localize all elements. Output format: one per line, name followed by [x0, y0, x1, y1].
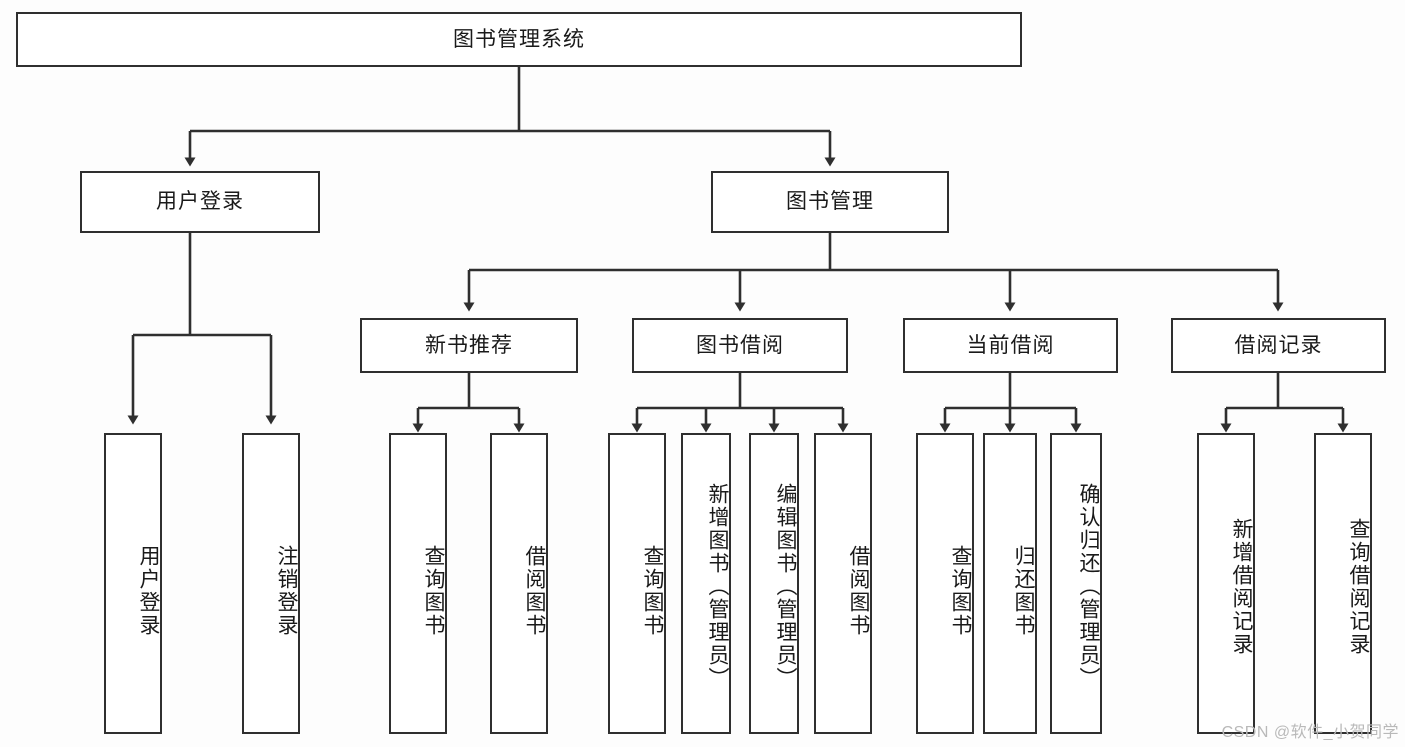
leaf-user-login[interactable]: 用户登录 — [104, 433, 162, 734]
node-root-system[interactable]: 图书管理系统 — [16, 12, 1022, 67]
node-label: 归还图书 — [1012, 544, 1035, 637]
node-label: 查询图书 — [949, 544, 972, 637]
node-label: 查询图书 — [422, 544, 445, 637]
leaf-borrow-edit-book-admin[interactable]: 编辑图书（管理员） — [749, 433, 799, 734]
node-current-borrow[interactable]: 当前借阅 — [903, 318, 1118, 373]
leaf-recommend-borrow-book[interactable]: 借阅图书 — [490, 433, 548, 734]
leaf-borrow-query-book[interactable]: 查询图书 — [608, 433, 666, 734]
node-label: 借阅图书 — [847, 544, 870, 637]
node-label: 新增图书（管理员） — [706, 483, 729, 690]
node-label: 借阅记录 — [1234, 333, 1323, 357]
node-label: 查询图书 — [641, 544, 664, 637]
node-label: 用户登录 — [137, 544, 160, 637]
leaf-record-query-record[interactable]: 查询借阅记录 — [1314, 433, 1372, 734]
leaf-borrow-add-book-admin[interactable]: 新增图书（管理员） — [681, 433, 731, 734]
node-label: 借阅图书 — [523, 544, 546, 637]
node-label: 新书推荐 — [425, 333, 513, 357]
leaf-record-add-record[interactable]: 新增借阅记录 — [1197, 433, 1255, 734]
watermark: CSDN @软件_小贺同学 — [1221, 724, 1399, 741]
node-label: 图书管理 — [786, 190, 874, 214]
leaf-current-return-book[interactable]: 归还图书 — [983, 433, 1037, 734]
node-user-login[interactable]: 用户登录 — [80, 171, 320, 233]
leaf-recommend-query-book[interactable]: 查询图书 — [389, 433, 447, 734]
node-label: 注销登录 — [275, 544, 298, 637]
node-label: 新增借阅记录 — [1230, 517, 1253, 656]
leaf-current-confirm-return-admin[interactable]: 确认归还（管理员） — [1050, 433, 1102, 734]
node-book-borrow[interactable]: 图书借阅 — [632, 318, 848, 373]
node-new-book-recommend[interactable]: 新书推荐 — [360, 318, 578, 373]
leaf-current-query-book[interactable]: 查询图书 — [916, 433, 974, 734]
node-label: 图书借阅 — [696, 333, 784, 357]
leaf-borrow-borrow-book[interactable]: 借阅图书 — [814, 433, 872, 734]
node-label: 确认归还（管理员） — [1077, 483, 1100, 690]
node-label: 用户登录 — [156, 190, 244, 214]
node-borrow-record[interactable]: 借阅记录 — [1171, 318, 1386, 373]
node-label: 查询借阅记录 — [1347, 517, 1370, 656]
leaf-user-logout[interactable]: 注销登录 — [242, 433, 300, 734]
node-label: 当前借阅 — [966, 333, 1055, 357]
node-book-management[interactable]: 图书管理 — [711, 171, 949, 233]
node-label: 编辑图书（管理员） — [774, 483, 797, 690]
node-label: 图书管理系统 — [453, 27, 585, 51]
